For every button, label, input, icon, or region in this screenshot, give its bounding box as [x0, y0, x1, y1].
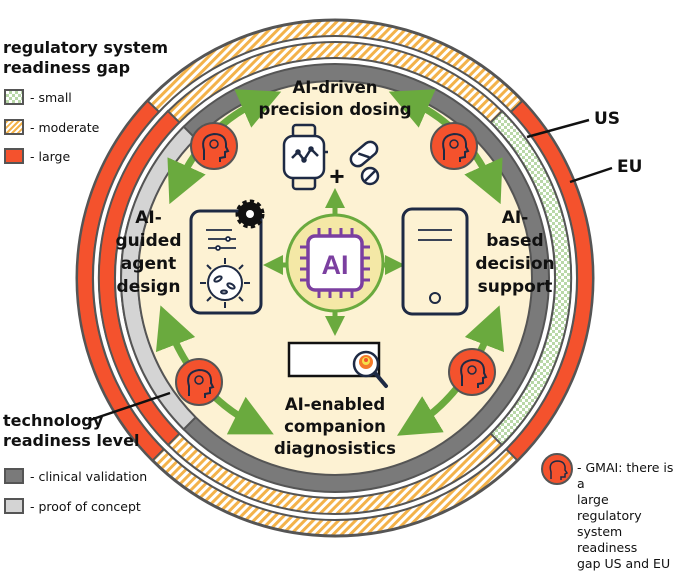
moderate-gap-swatch [4, 119, 24, 135]
trl-callout-line [89, 391, 171, 422]
pill-icon [349, 140, 380, 186]
brain-head-icon [430, 122, 478, 170]
small-gap-swatch [4, 89, 24, 105]
ring-diagram: AI + [75, 18, 613, 538]
label-precision-dosing: AI-driven precision dosing [258, 78, 412, 119]
us-callout: US [594, 109, 621, 129]
clinical-validation-swatch [4, 468, 24, 484]
gmai-note: - GMAI: there is a large regulatory syst… [577, 460, 674, 571]
trl-legend-title: technology readiness level [3, 411, 140, 450]
legend-item-proof-of-concept: - proof of concept [4, 498, 141, 514]
eu-callout-line [569, 166, 613, 184]
virus-icon [200, 258, 250, 308]
eu-callout: EU [617, 157, 643, 177]
legend-item-small: - small [4, 89, 72, 105]
gap-legend-title: regulatory system readiness gap [3, 38, 169, 77]
large-gap-swatch [4, 148, 24, 164]
brain-head-icon [190, 122, 238, 170]
brain-head-icon [448, 348, 496, 396]
ai-chip-label: AI [322, 250, 349, 280]
label-companion-diagnostics: AI-enabled companion diagnosistics [274, 395, 396, 458]
plus-sign: + [329, 161, 344, 191]
brain-head-icon [175, 358, 223, 406]
diagram-stage: AI + [3, 18, 673, 571]
us-callout-line [526, 118, 590, 139]
tablet-icon [401, 207, 469, 316]
gear-icon [235, 199, 265, 229]
ai-chip-icon: AI [285, 213, 385, 313]
legend-item-large: - large [4, 148, 70, 164]
proof-of-concept-swatch [4, 498, 24, 514]
brain-head-icon [541, 453, 573, 485]
magnifier-icon [352, 350, 388, 388]
smartwatch-icon [282, 123, 328, 191]
legend-item-moderate: - moderate [4, 119, 99, 135]
label-agent-design: AI- guided agent design [115, 208, 182, 297]
legend-item-clinical-validation: - clinical validation [4, 468, 147, 484]
label-decision-support: AI- based decision support [475, 208, 555, 297]
